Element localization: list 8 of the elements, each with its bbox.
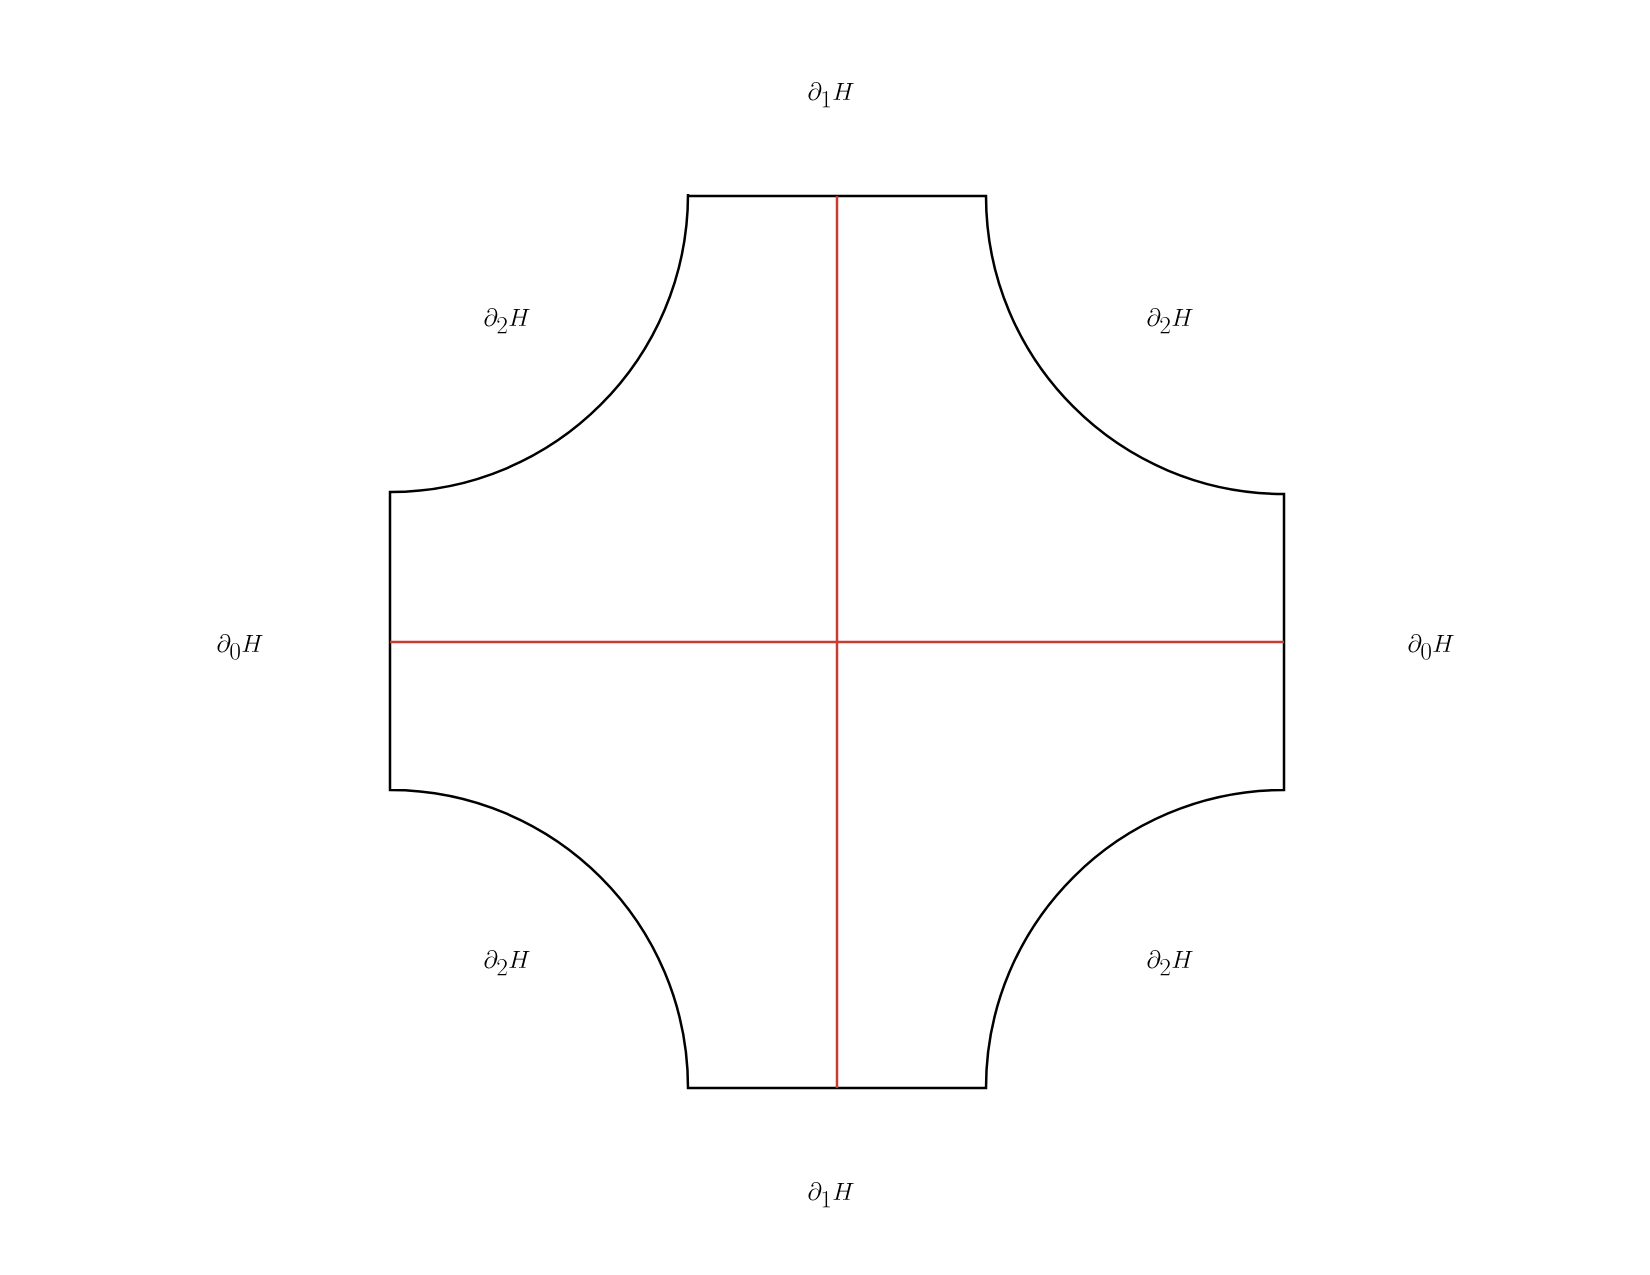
boundary-label: $\partial_2 H$ (1147, 308, 1193, 334)
boundary-label: $\partial_0 H$ (217, 634, 263, 660)
boundary-label: $\partial_2 H$ (484, 950, 530, 976)
boundary-label: $\partial_1 H$ (808, 82, 854, 108)
boundary-label: $\partial_2 H$ (484, 308, 530, 334)
boundary-label: $\partial_1 H$ (808, 1182, 854, 1208)
boundary-label: $\partial_0 H$ (1408, 634, 1454, 660)
boundary-label: $\partial_2 H$ (1147, 950, 1193, 976)
